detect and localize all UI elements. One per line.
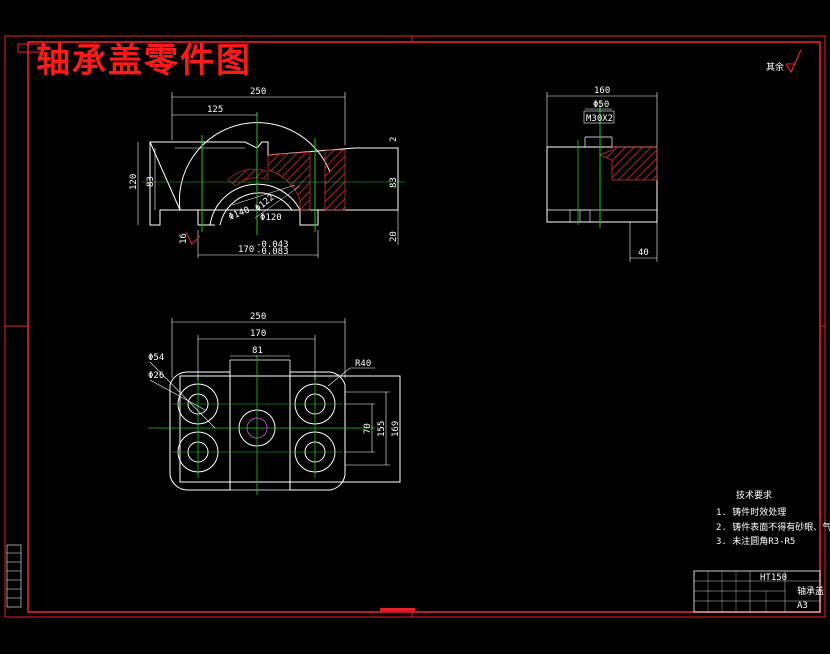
dim-right-bottom: 20: [389, 231, 399, 242]
dim-right-top: 2: [389, 137, 399, 142]
top-dim-width: 250: [250, 312, 266, 322]
side-view: 160 Φ50 M30X2 40: [546, 86, 658, 262]
dim-left-bottom: 16: [179, 233, 189, 244]
top-dim-155: 155: [377, 421, 387, 437]
drawing-title: 轴承盖零件图: [36, 41, 252, 81]
dim-overall-width: 250: [250, 87, 266, 97]
surface-roughness-note: 其余: [766, 49, 802, 74]
dim-tol-upper: -0.043: [256, 240, 289, 250]
dim-height: 120: [129, 174, 139, 190]
top-dim-hole-large: Φ54: [148, 353, 164, 363]
surface-note-text: 其余: [766, 61, 784, 73]
tech-req-item: 1. 铸件时效处理: [716, 506, 786, 518]
tech-req-heading: 技术要求: [736, 489, 772, 501]
title-block-name: 轴承盖: [797, 585, 824, 597]
binding-strip: [6, 544, 22, 608]
side-dim-bore: Φ50: [593, 100, 609, 110]
top-dim-hole-small: Φ26: [148, 371, 164, 381]
dim-half-width: 125: [207, 105, 223, 115]
top-dim-radius: R40: [355, 359, 371, 369]
side-dim-depth: 40: [638, 248, 649, 258]
front-view: 250 125 120 83 2 83 20 16 Φ140 Φ122 Φ120…: [129, 87, 405, 258]
tech-req-item: 2. 铸件表面不得有砂眼、气孔、缩松等缺陷: [716, 521, 830, 533]
sheet-frame: [4, 35, 826, 618]
top-dim-mid: 170: [250, 329, 266, 339]
side-dim-width: 160: [594, 86, 610, 96]
technical-requirements: 技术要求 1. 铸件时效处理 2. 铸件表面不得有砂眼、气孔、缩松等缺陷 3. …: [716, 489, 830, 547]
tech-req-item: 3. 未注圆角R3-R5: [716, 535, 795, 547]
top-dim-center: 81: [252, 346, 263, 356]
top-dim-70: 70: [363, 423, 373, 434]
dim-tol-lower: -0.083: [256, 247, 289, 257]
side-dim-thread: M30X2: [586, 114, 613, 124]
title-block-material: HT150: [760, 573, 787, 583]
top-dim-169: 169: [391, 421, 401, 437]
top-view: 250 170 81 Φ54 Φ26 R40 70 155 169: [148, 312, 401, 495]
dim-bottom-width: 170: [238, 245, 254, 255]
dim-bore-a: Φ140: [227, 205, 251, 222]
dim-bore-c: Φ120: [260, 213, 282, 223]
dim-inner-height: 83: [146, 176, 156, 187]
title-block: HT150 轴承盖 A3: [693, 570, 824, 613]
title-block-scale: A3: [797, 601, 808, 611]
dim-right-height: 83: [389, 177, 399, 188]
